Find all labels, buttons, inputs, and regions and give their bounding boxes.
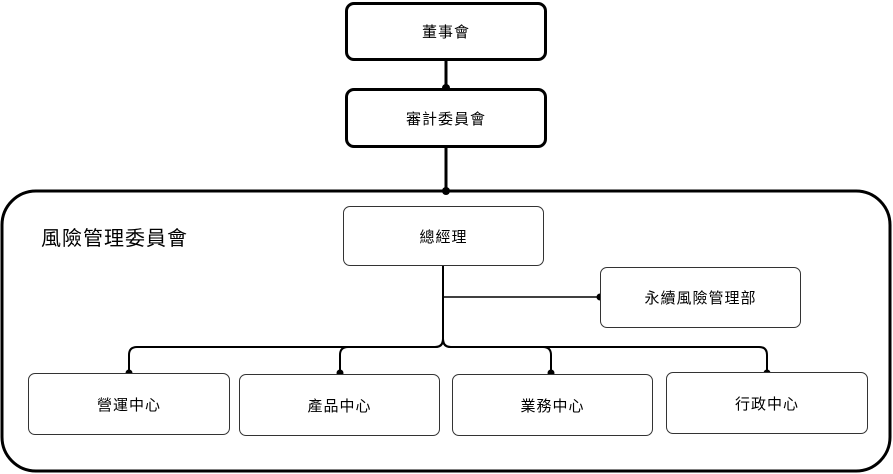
node-sustainability-risk-dept: 永續風險管理部 <box>600 267 801 328</box>
node-operations-center-label: 營運中心 <box>96 395 161 414</box>
connector-gm-product <box>339 338 444 373</box>
connector-gm-admin <box>442 338 768 373</box>
node-admin-center: 行政中心 <box>666 372 868 434</box>
node-sustainability-risk-dept-label: 永續風險管理部 <box>644 289 757 307</box>
node-board: 董事會 <box>345 2 547 61</box>
connector-dot <box>442 187 450 195</box>
node-general-manager-label: 總經理 <box>419 227 468 246</box>
node-business-center-label: 業務中心 <box>520 396 585 415</box>
node-audit-committee-label: 審計委員會 <box>405 109 486 128</box>
node-general-manager: 總經理 <box>343 206 544 266</box>
node-business-center: 業務中心 <box>452 374 653 436</box>
node-product-center: 產品中心 <box>239 374 440 436</box>
node-admin-center-label: 行政中心 <box>734 394 799 413</box>
node-audit-committee: 審計委員會 <box>345 88 547 148</box>
node-operations-center: 營運中心 <box>28 373 230 435</box>
node-product-center-label: 產品中心 <box>307 396 372 415</box>
node-board-label: 董事會 <box>421 23 470 41</box>
risk-committee-label: 風險管理委員會 <box>41 226 188 250</box>
